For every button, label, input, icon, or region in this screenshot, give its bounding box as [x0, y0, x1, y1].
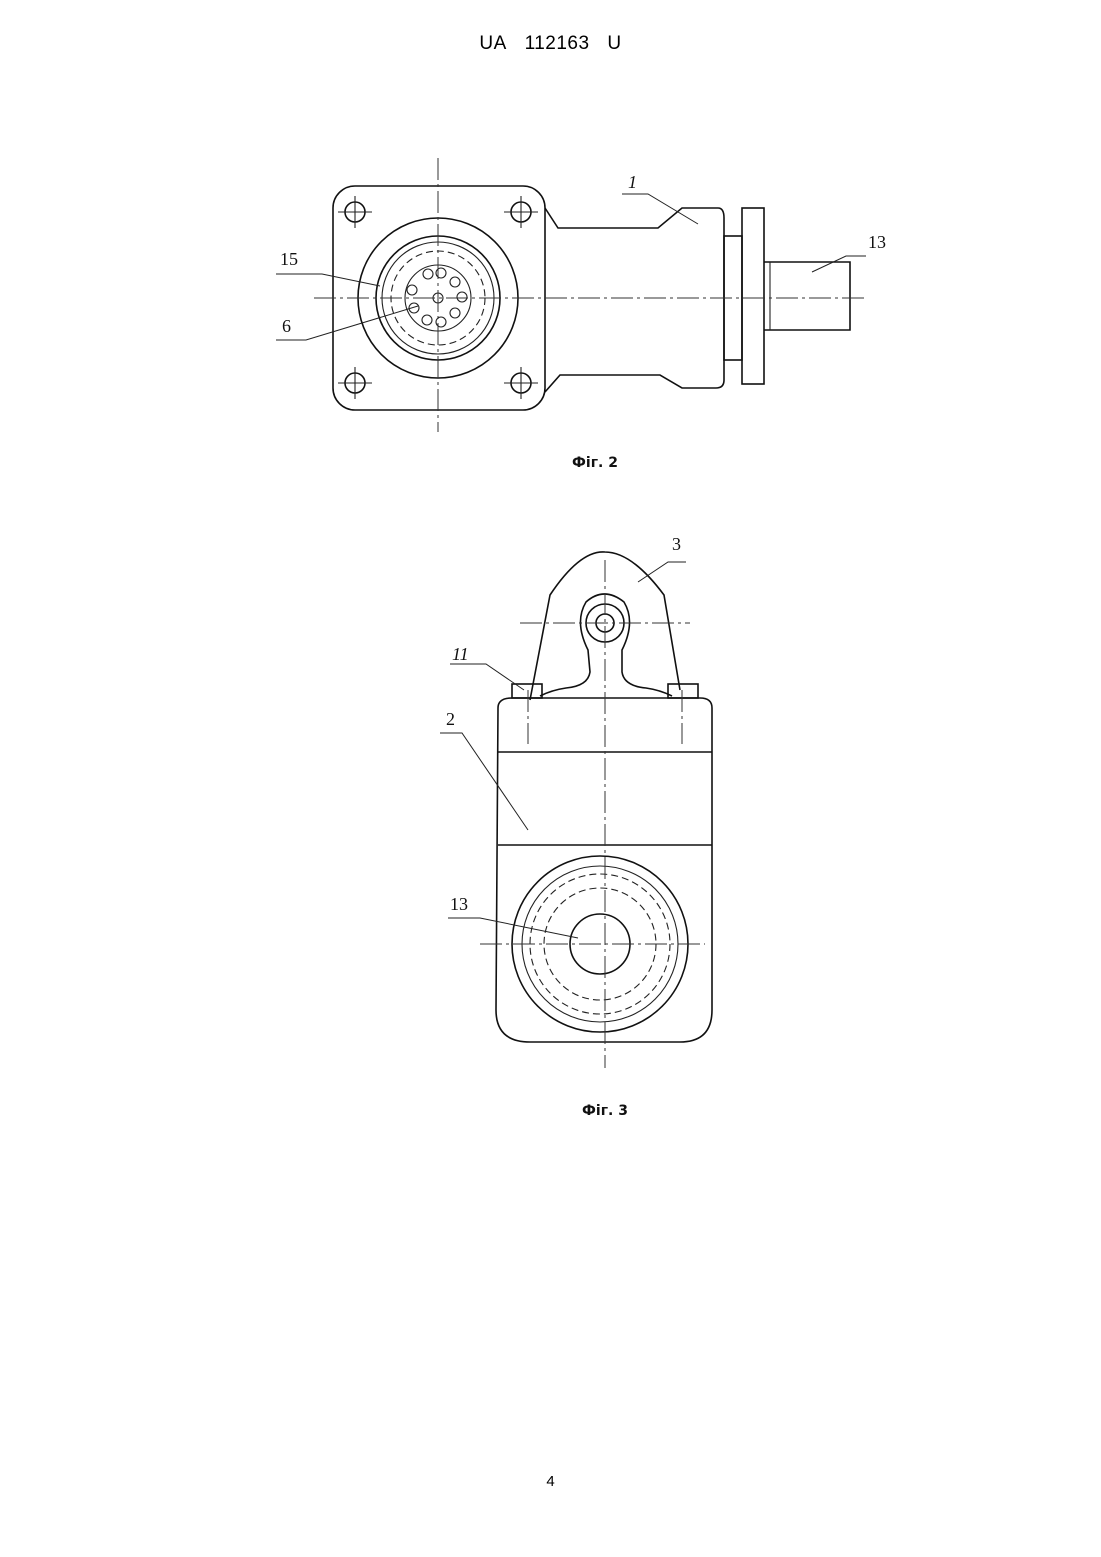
- figure-3-drawing: 3 11 2 13: [0, 0, 1101, 1100]
- fig3-label-11: 11: [452, 644, 469, 664]
- fig3-bolt-right: [668, 684, 698, 698]
- page-number: 4: [0, 1473, 1101, 1490]
- fig3-bolt-left: [512, 684, 542, 698]
- fig3-label-3: 3: [672, 534, 681, 554]
- fig3-label-13: 13: [450, 894, 468, 914]
- fig3-label-2: 2: [446, 709, 455, 729]
- figure-3-caption: Фіг. 3: [545, 1103, 665, 1119]
- fig3-body: [496, 698, 712, 1042]
